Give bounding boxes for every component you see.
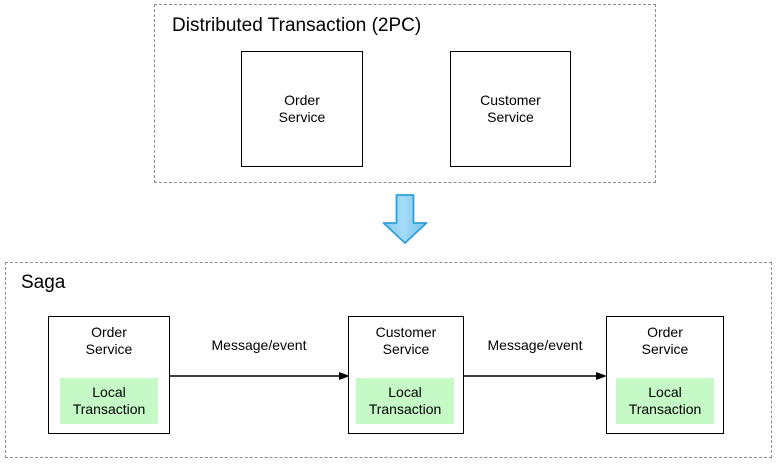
box-customer-service-2pc[interactable]: [450, 51, 571, 167]
box-order-service-2pc-label: Order Service: [278, 92, 326, 125]
box-saga-customer-service-label: Customer Service: [375, 324, 437, 357]
group-distributed-transaction: [154, 4, 656, 183]
connector-2-label: Message/event: [487, 337, 583, 353]
downward-transition-arrow-icon: [382, 194, 428, 244]
group-saga-title: Saga: [21, 272, 66, 293]
box-customer-service-2pc-label: Customer Service: [480, 92, 541, 125]
arrow-right-icon: [170, 372, 350, 380]
group-saga: [5, 262, 772, 458]
box-saga-order-service-2-label: Order Service: [641, 324, 689, 357]
arrow-right-icon: [464, 372, 607, 380]
chip-local-transaction-1: Local Transaction: [60, 378, 158, 424]
downward-transition-arrow: [381, 193, 429, 245]
box-saga-order-service-1-label: Order Service: [85, 324, 133, 357]
chip-local-transaction-3: Local Transaction: [616, 378, 714, 424]
connector-1-arrow: [170, 368, 350, 380]
box-order-service-2pc[interactable]: [241, 51, 363, 167]
connector-2-arrow: [464, 368, 607, 380]
connector-1-label: Message/event: [211, 337, 307, 353]
chip-local-transaction-2: Local Transaction: [356, 378, 454, 424]
group-distributed-transaction-title: Distributed Transaction (2PC): [172, 15, 422, 36]
